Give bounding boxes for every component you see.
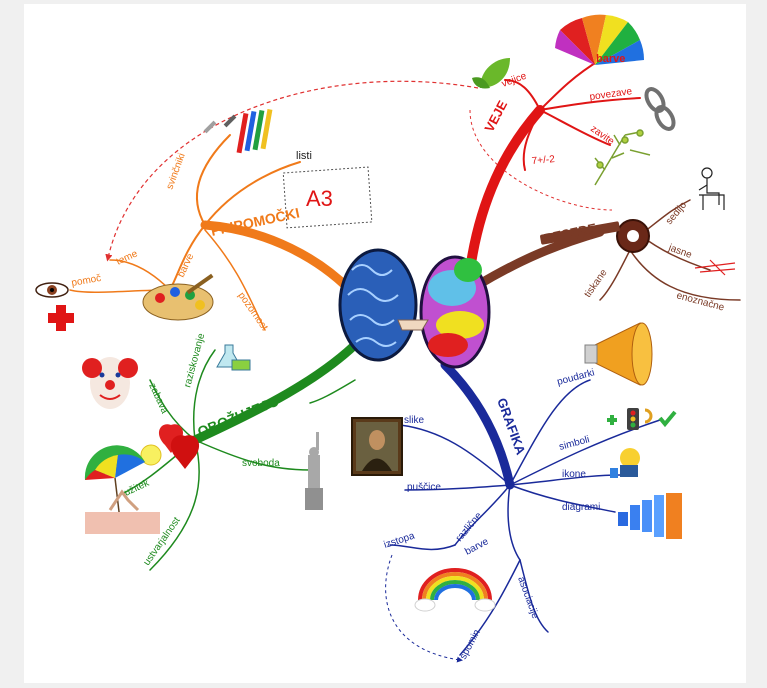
label-slike: slike: [404, 415, 424, 426]
branch-pripomocki: [69, 134, 355, 331]
megaphone-icon: [584, 322, 653, 386]
brain-icon: [338, 248, 491, 369]
label-listi: listi: [296, 150, 312, 162]
chain-link-icon: [644, 87, 676, 131]
red-cross-icon: [48, 305, 74, 331]
branch-obozujejo: [119, 335, 365, 571]
color-fan-icon: [555, 14, 645, 66]
label-sedem: 7+/-2: [531, 154, 555, 167]
beach-towel-icon: [85, 489, 160, 534]
dashed-link-izstopa-spomin: [385, 554, 463, 663]
label-pomoc: pomoč: [71, 273, 102, 289]
sun-icon: [140, 444, 162, 466]
branch-grafika: [389, 360, 661, 656]
hearts-icon: [158, 424, 200, 469]
rainbow-icon: [414, 568, 496, 612]
dashed-link-veje-pomoc: [105, 80, 479, 262]
pencils-icon: [203, 108, 273, 154]
dashed-link-veje-besede: [469, 109, 613, 211]
icons-icon: [610, 448, 640, 478]
label-diagrami: diagrami: [562, 502, 600, 513]
eye-icon: [35, 282, 69, 298]
label-puscice: puščice: [407, 482, 441, 493]
label-barve-veje: barve: [596, 53, 625, 65]
chair-person-icon: [698, 167, 725, 210]
flask-icon: [216, 344, 251, 371]
label-a3: A3: [306, 186, 333, 211]
label-ikone: ikone: [562, 469, 586, 480]
mona-lisa-icon: [351, 417, 403, 476]
label-svoboda: svoboda: [242, 458, 280, 469]
symbols-icon: [607, 408, 677, 430]
bar-graph-icon: [618, 493, 682, 539]
statue-of-liberty-icon: [305, 432, 323, 510]
key-icon: [540, 219, 650, 253]
tree-icon: [594, 129, 651, 186]
white-overlay: [500, 635, 720, 683]
palette-icon: [142, 273, 214, 321]
clown-icon: [82, 357, 138, 409]
leaf-icon: [472, 58, 510, 89]
paper-sheet-icon: [282, 166, 373, 229]
umbrella-icon: [84, 445, 145, 521]
scribble-icon: [694, 259, 736, 276]
